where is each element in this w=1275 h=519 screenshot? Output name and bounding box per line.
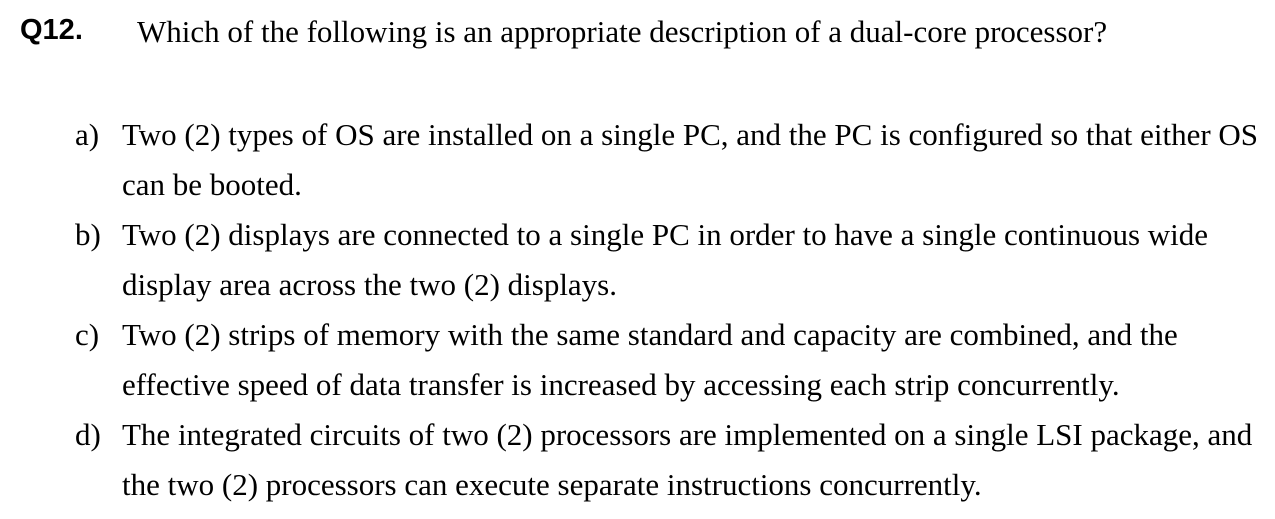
question-number: Q12. — [20, 14, 83, 46]
option-text: Two (2) strips of memory with the same s… — [122, 317, 1178, 402]
option-text: The integrated circuits of two (2) proce… — [122, 417, 1253, 502]
option-label: b) — [75, 217, 101, 252]
answer-options: a) Two (2) types of OS are installed on … — [75, 110, 1275, 510]
option-d: d) The integrated circuits of two (2) pr… — [75, 410, 1275, 510]
option-text: Two (2) types of OS are installed on a s… — [122, 117, 1259, 202]
option-text: Two (2) displays are connected to a sing… — [122, 217, 1209, 302]
option-a: a) Two (2) types of OS are installed on … — [75, 110, 1275, 210]
option-label: a) — [75, 117, 100, 152]
option-label: d) — [75, 417, 101, 452]
option-b: b) Two (2) displays are connected to a s… — [75, 210, 1275, 310]
question-text: Which of the following is an appropriate… — [137, 14, 1108, 49]
option-label: c) — [75, 317, 100, 352]
option-c: c) Two (2) strips of memory with the sam… — [75, 310, 1275, 410]
